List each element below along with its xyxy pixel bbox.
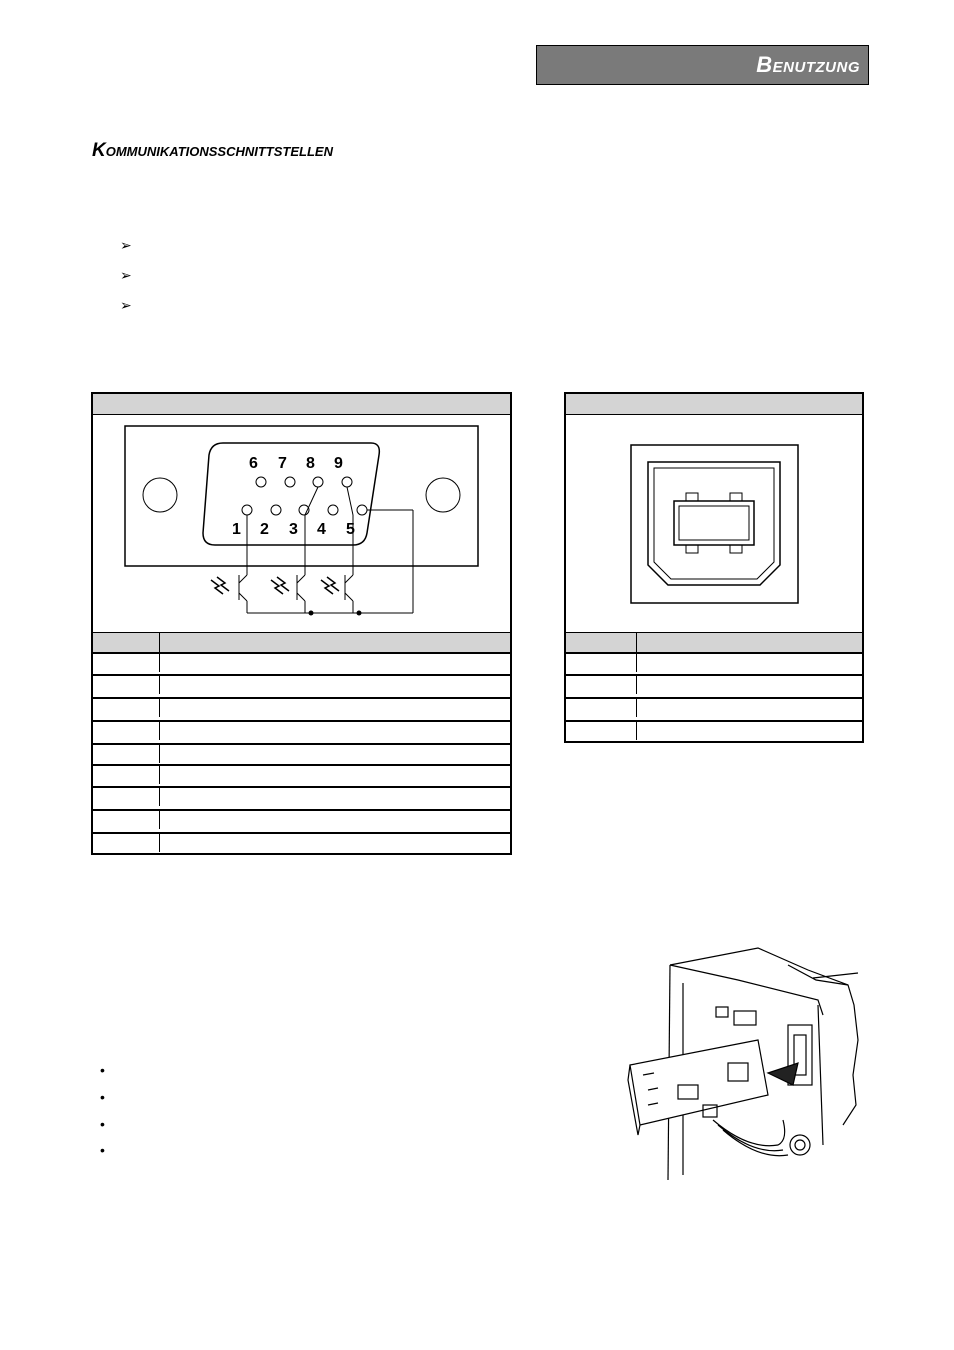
table-row bbox=[566, 720, 862, 740]
pin-label: 8 bbox=[306, 455, 315, 472]
table-row bbox=[93, 674, 510, 694]
rs232-panel-header bbox=[93, 394, 510, 415]
table-row bbox=[93, 786, 510, 806]
table-row bbox=[566, 697, 862, 717]
pin-label: 3 bbox=[289, 521, 298, 538]
usb-panel-header bbox=[566, 394, 862, 415]
rs232-panel: 6 7 8 9 1 2 3 4 5 bbox=[91, 392, 512, 855]
bullet-icon: • bbox=[100, 1062, 105, 1078]
header-banner: Benutzung bbox=[536, 45, 869, 85]
pin-label: 4 bbox=[317, 521, 326, 538]
table-row bbox=[93, 832, 510, 852]
pin-label: 2 bbox=[260, 521, 269, 538]
table-row bbox=[93, 652, 510, 672]
table-row bbox=[93, 764, 510, 784]
usb-table-header bbox=[566, 632, 862, 652]
arrow-bullet-icon: ➢ bbox=[120, 297, 132, 313]
table-row bbox=[93, 743, 510, 763]
pin-label: 7 bbox=[278, 455, 287, 472]
arrow-bullet-icon: ➢ bbox=[120, 267, 132, 283]
db9-connector-diagram: 6 7 8 9 1 2 3 4 5 bbox=[124, 425, 479, 616]
rs232-table-header bbox=[93, 632, 510, 652]
pin-label: 9 bbox=[334, 455, 343, 472]
section-title: Kommunikationsschnittstellen bbox=[92, 140, 333, 161]
table-row bbox=[93, 720, 510, 740]
pin-label: 6 bbox=[249, 455, 258, 472]
table-row bbox=[566, 674, 862, 694]
pin-label: 5 bbox=[346, 521, 355, 538]
table-row bbox=[93, 697, 510, 717]
bullet-icon: • bbox=[100, 1089, 105, 1105]
header-title: Benutzung bbox=[756, 52, 860, 77]
table-row bbox=[93, 809, 510, 829]
bullet-icon: • bbox=[100, 1116, 105, 1132]
usb-panel bbox=[564, 392, 864, 743]
usb-b-connector-diagram bbox=[630, 444, 799, 604]
expansion-card-illustration bbox=[627, 947, 859, 1181]
bullet-icon: • bbox=[100, 1142, 105, 1158]
table-row bbox=[566, 652, 862, 672]
pin-label: 1 bbox=[232, 521, 241, 538]
arrow-bullet-icon: ➢ bbox=[120, 237, 132, 253]
